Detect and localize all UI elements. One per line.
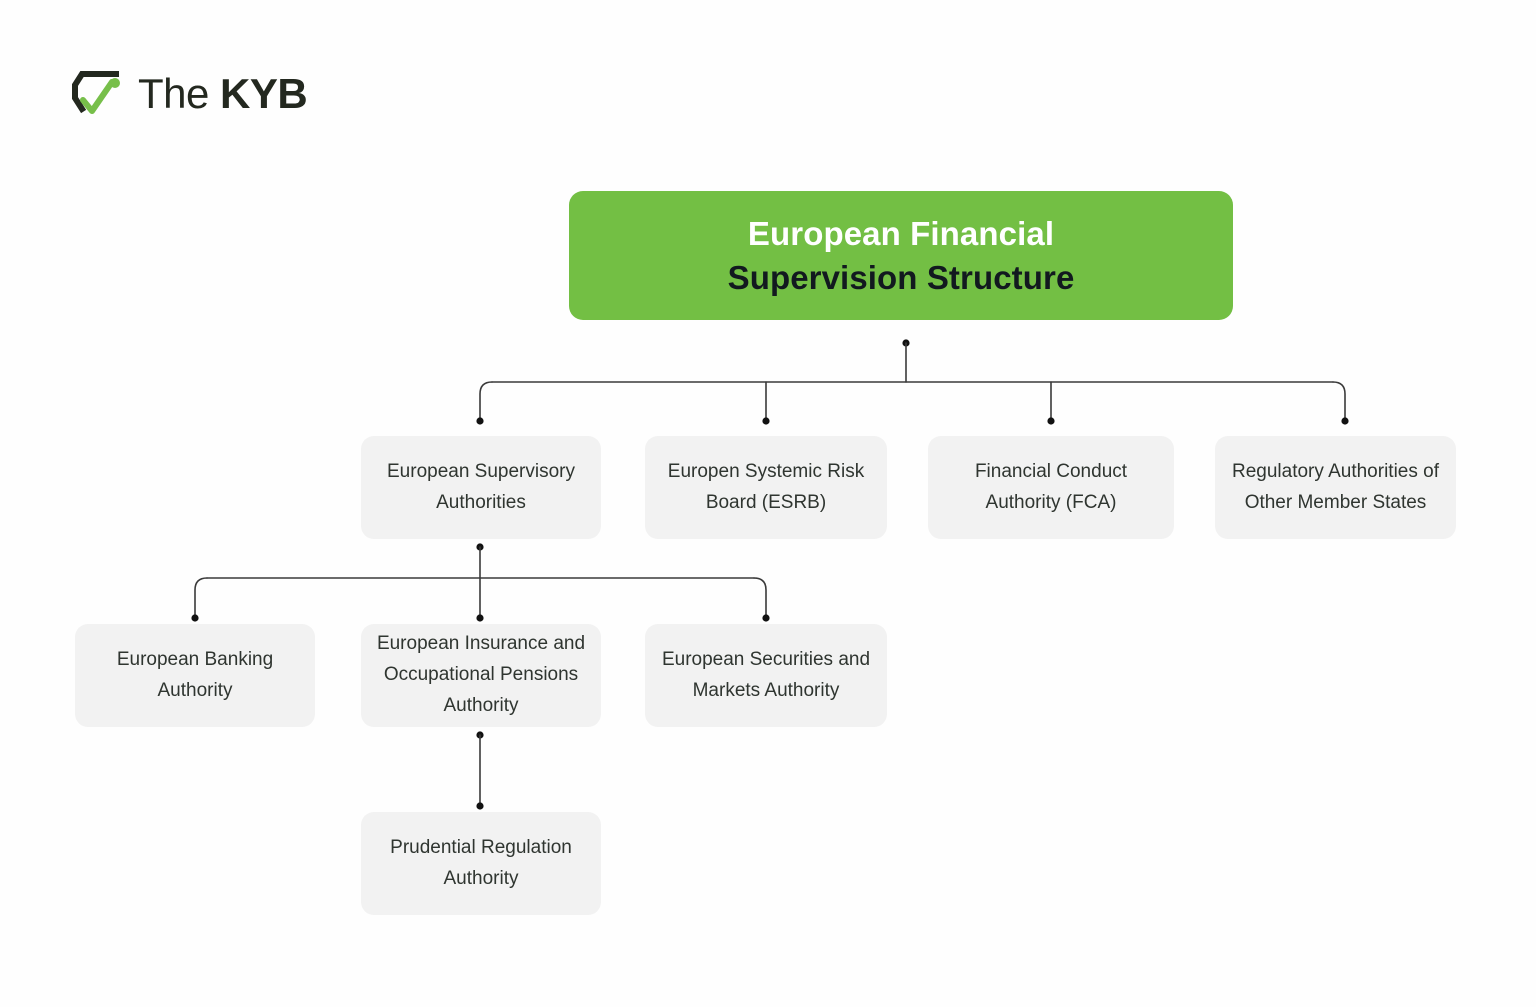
connector-drop-other	[1332, 381, 1346, 422]
node-label: Prudential Regulation Authority	[390, 836, 572, 889]
connector-dot	[762, 614, 770, 622]
node-europen-systemic-risk-board: Europen Systemic Risk Board (ESRB)	[645, 436, 887, 539]
node-european-supervisory-authorities: European Supervisory Authorities	[361, 436, 601, 539]
connector-dot	[476, 614, 484, 622]
brand-name-bold: KYB	[220, 70, 308, 117]
connector-dot	[476, 802, 484, 810]
node-european-securities-markets-authority: European Securities and Markets Authorit…	[645, 624, 887, 727]
node-label: Europen Systemic Risk Board (ESRB)	[667, 460, 865, 513]
brand-logo: The KYB	[70, 66, 308, 122]
node-header-title: European Financial Supervision Structure	[569, 191, 1233, 320]
connector-drop-esma	[753, 577, 767, 619]
connector-dot	[762, 417, 770, 425]
node-label: European Supervisory Authorities	[387, 460, 575, 513]
brand-wordmark: The KYB	[138, 70, 308, 117]
connector-dot	[1047, 417, 1055, 425]
node-label: European Securities and Markets Authorit…	[661, 648, 871, 701]
node-label: European Insurance and Occupational Pens…	[376, 633, 586, 716]
header-title-line2: Supervision Structure	[727, 258, 1075, 296]
node-financial-conduct-authority: Financial Conduct Authority (FCA)	[928, 436, 1174, 539]
node-label: European Banking Authority	[116, 648, 274, 701]
connector-dot	[1341, 417, 1349, 425]
brand-name-light: The	[138, 70, 209, 117]
kyb-shield-check-icon	[72, 71, 120, 114]
connector-drop-eba	[194, 577, 208, 619]
node-label: Regulatory Authorities of Other Member S…	[1231, 460, 1439, 513]
node-regulatory-authorities-other-member-states: Regulatory Authorities of Other Member S…	[1215, 436, 1456, 539]
connector-dot	[476, 731, 484, 739]
connector-dot	[191, 614, 199, 622]
connector-dot	[476, 417, 484, 425]
connector-dot	[476, 543, 484, 551]
node-european-banking-authority: European Banking Authority	[75, 624, 315, 727]
node-european-insurance-occupational-pensions-authority: European Insurance and Occupational Pens…	[361, 624, 601, 727]
node-prudential-regulation-authority: Prudential Regulation Authority	[361, 812, 601, 915]
header-title-line1: European Financial	[747, 214, 1055, 252]
node-label: Financial Conduct Authority (FCA)	[974, 460, 1128, 513]
connector-drop-esa	[479, 381, 493, 422]
connector-dot	[902, 339, 910, 347]
